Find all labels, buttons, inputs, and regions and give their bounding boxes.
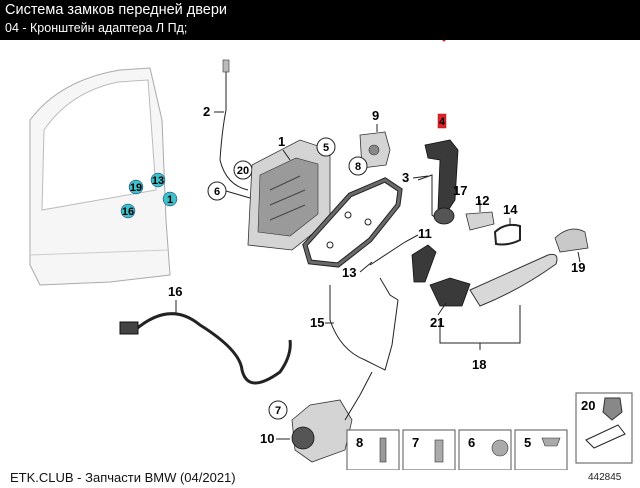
callout-1[interactable]: 1 <box>278 134 291 161</box>
door-marker-1[interactable]: 1 <box>162 191 178 207</box>
svg-text:8: 8 <box>356 435 363 450</box>
callout-5[interactable]: 5 <box>316 137 336 157</box>
svg-text:7: 7 <box>412 435 419 450</box>
callout-10[interactable]: 10 <box>260 431 290 446</box>
cylinder-part-17 <box>433 207 455 225</box>
callout-2[interactable]: 2 <box>203 104 224 119</box>
svg-text:20: 20 <box>237 165 249 177</box>
callout-11[interactable]: 11 <box>418 226 432 241</box>
adapter-bracket-part-4 <box>424 113 459 216</box>
svg-text:10: 10 <box>260 431 274 446</box>
callout-19[interactable]: 19 <box>571 260 585 275</box>
svg-text:2: 2 <box>203 104 210 119</box>
svg-text:17: 17 <box>453 183 467 198</box>
door-marker-16[interactable]: 16 <box>120 203 136 219</box>
callout-17[interactable]: 17 <box>453 183 467 198</box>
svg-text:19: 19 <box>571 260 585 275</box>
door-marker-19[interactable]: 19 <box>128 179 144 195</box>
callout-20[interactable]: 20 <box>233 160 253 180</box>
svg-text:19: 19 <box>130 182 142 194</box>
page-subtitle: 04 - Кронштейн адаптера Л Пд; <box>5 21 188 35</box>
svg-text:3: 3 <box>402 170 409 185</box>
svg-text:20: 20 <box>581 398 595 413</box>
door-handle <box>469 253 558 307</box>
door-marker-13[interactable]: 13 <box>150 172 166 188</box>
svg-text:14: 14 <box>503 202 518 217</box>
cover-part-14 <box>493 218 521 246</box>
legend-bottom-8: 8 <box>346 429 400 470</box>
image-number: 442845 <box>588 472 622 483</box>
callout-13[interactable]: 13 <box>342 261 373 280</box>
legend-bottom-5: 5 <box>514 429 568 470</box>
svg-text:16: 16 <box>168 284 182 299</box>
page-title: Система замков передней двери <box>5 2 228 18</box>
legend-bottom-7: 7 <box>402 429 456 470</box>
svg-text:8: 8 <box>355 161 361 173</box>
header-bar: Система замков передней двери 04 - Кронш… <box>0 0 640 40</box>
callout-8[interactable]: 8 <box>348 156 368 176</box>
svg-text:13: 13 <box>152 175 164 187</box>
legend-bottom-6: 6 <box>458 429 512 470</box>
svg-text:16: 16 <box>122 206 134 218</box>
parts-diagram: 19 13 1 16 2 20 6 1 5 <box>29 40 633 470</box>
lock-module-part-1 <box>247 139 331 251</box>
svg-text:7: 7 <box>275 405 281 417</box>
svg-text:5: 5 <box>524 435 531 450</box>
svg-text:18: 18 <box>472 357 486 372</box>
callout-16[interactable]: 16 <box>168 284 182 314</box>
svg-text:1: 1 <box>278 134 285 149</box>
rod-part-2 <box>219 65 249 191</box>
callout-6[interactable]: 6 <box>207 181 251 201</box>
callout-4-highlighted[interactable]: 4 <box>439 116 446 128</box>
callout-15[interactable]: 15 <box>310 315 334 330</box>
door-outline <box>29 67 171 286</box>
callout-7[interactable]: 7 <box>268 400 288 420</box>
callout-21[interactable]: 21 <box>430 302 447 330</box>
end-cap-part-19 <box>554 228 589 263</box>
highlight-dot <box>442 40 446 42</box>
cable-part-15 <box>329 277 399 371</box>
svg-text:4: 4 <box>439 116 446 128</box>
svg-text:1: 1 <box>167 194 173 206</box>
svg-text:15: 15 <box>310 315 324 330</box>
svg-text:9: 9 <box>372 108 379 123</box>
callout-12[interactable]: 12 <box>475 193 489 208</box>
svg-text:6: 6 <box>468 435 475 450</box>
svg-text:12: 12 <box>475 193 489 208</box>
bracket-part-21 <box>429 277 471 307</box>
svg-text:21: 21 <box>430 315 444 330</box>
carrier-frame-part-13 <box>302 177 403 268</box>
footer-caption: ETK.CLUB - Запчасти BMW (04/2021) <box>10 470 236 485</box>
callout-14[interactable]: 14 <box>503 202 518 217</box>
legend-20-box: 20 <box>575 392 633 464</box>
callout-18[interactable]: 18 <box>439 305 521 372</box>
striker-part-9 <box>359 131 391 169</box>
actuator-part-10 <box>291 371 373 463</box>
svg-text:11: 11 <box>418 226 432 241</box>
callout-3[interactable]: 3 <box>402 170 429 185</box>
gasket-part-12 <box>465 200 495 231</box>
svg-text:13: 13 <box>342 265 356 280</box>
callout-9[interactable]: 9 <box>372 108 379 132</box>
linkage-part-11 <box>369 234 437 283</box>
svg-text:6: 6 <box>214 186 220 198</box>
cable-part-16 <box>119 312 292 385</box>
svg-text:5: 5 <box>323 142 329 154</box>
